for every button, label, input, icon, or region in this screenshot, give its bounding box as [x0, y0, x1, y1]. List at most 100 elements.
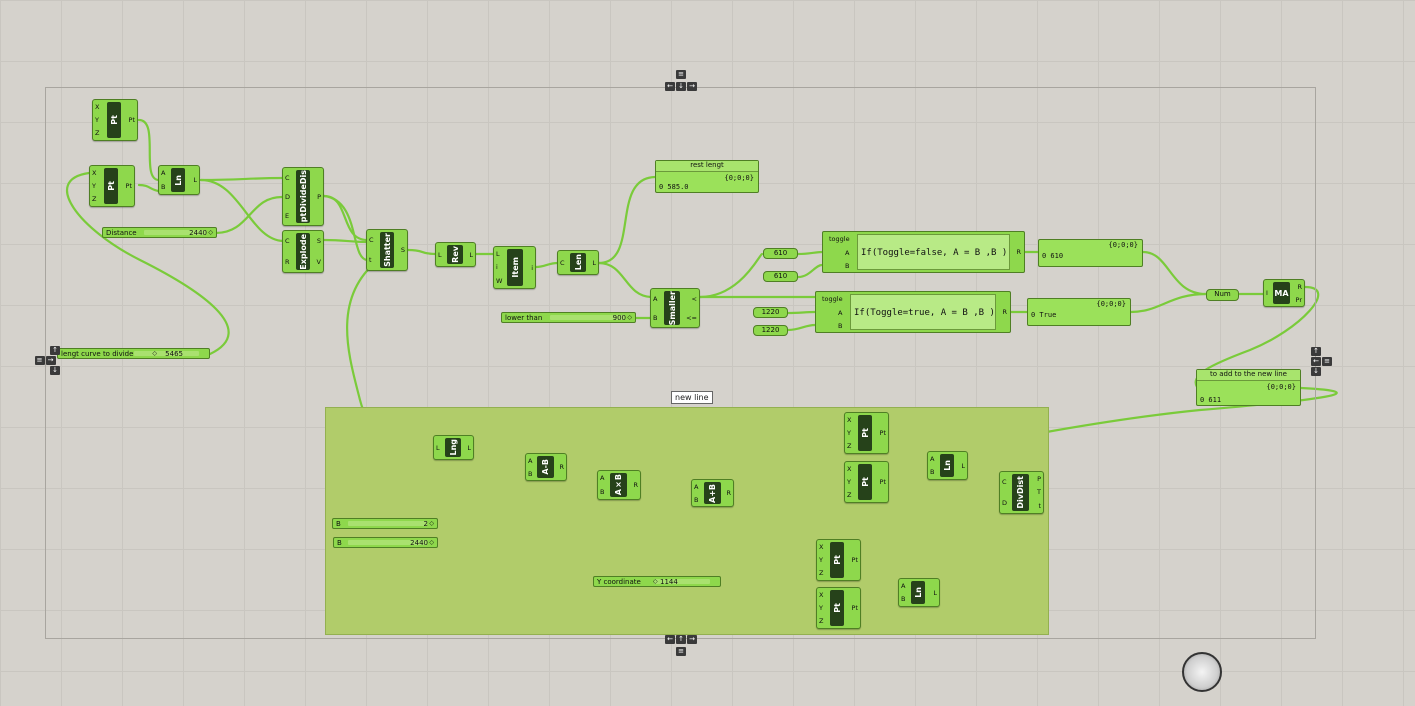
input-y[interactable]: Y [847, 428, 851, 437]
menu-icon[interactable]: ≡ [34, 356, 45, 365]
arrow-left-icon[interactable]: ← [665, 635, 675, 644]
output-smaller[interactable]: < [691, 294, 697, 303]
expression-code[interactable]: If(Toggle=false, A = B ,B ) [857, 234, 1010, 270]
slider-rail[interactable] [143, 230, 206, 235]
right-nav-widget[interactable]: ↑ ← ≡ ↓ [1311, 347, 1332, 376]
arrow-right-icon[interactable]: → [45, 356, 56, 365]
arrow-up-icon[interactable]: ↑ [50, 346, 60, 355]
input-x[interactable]: X [819, 590, 824, 599]
output-l[interactable]: L [469, 250, 473, 259]
input-c[interactable]: C [560, 258, 565, 267]
arrow-right-icon[interactable]: → [687, 82, 697, 91]
output-l[interactable]: L [467, 443, 471, 452]
number-1220-a[interactable]: 1220 [753, 307, 788, 318]
input-b[interactable]: B [930, 468, 935, 477]
reverse-component[interactable]: L Rev L [435, 242, 476, 267]
input-b[interactable]: B [528, 469, 533, 478]
input-z[interactable]: Z [819, 569, 824, 578]
output-pt[interactable]: Pt [128, 116, 135, 124]
output-smaller-equal[interactable]: <= [686, 313, 697, 322]
input-b[interactable]: B [694, 495, 699, 504]
output-r[interactable]: R [559, 463, 564, 471]
expression-code[interactable]: If(Toggle=true, A = B ,B ) [850, 294, 996, 330]
input-a[interactable]: A [528, 456, 533, 465]
arrow-left-icon[interactable]: ← [1311, 357, 1321, 366]
output-s[interactable]: S [400, 246, 405, 254]
output-pt[interactable]: Pt [125, 182, 132, 190]
input-b[interactable]: B [901, 595, 906, 604]
bottom-nav-widget[interactable]: ← ↑ → ≡ [665, 635, 697, 656]
input-x[interactable]: X [847, 464, 852, 473]
output-l[interactable]: L [933, 588, 937, 597]
output-t[interactable]: T [1037, 488, 1041, 497]
arrow-left-icon[interactable]: ← [665, 82, 675, 91]
diamond-icon[interactable]: ◇ [208, 229, 213, 236]
input-a[interactable]: A [161, 169, 166, 177]
output-r[interactable]: R [633, 481, 638, 489]
arrow-down-icon[interactable]: ↓ [50, 366, 60, 375]
arrow-right-icon[interactable]: → [687, 635, 697, 644]
output-s[interactable]: S [316, 237, 321, 246]
slider-rail[interactable] [347, 521, 427, 526]
input-c[interactable]: C [1002, 478, 1007, 487]
to-add-panel[interactable]: to add to the new line {0;0;0} 0 611 [1196, 369, 1301, 406]
length-component[interactable]: C Len L [557, 250, 599, 275]
navigation-compass-icon[interactable] [1182, 652, 1222, 692]
arrow-up-icon[interactable]: ↑ [676, 635, 686, 644]
output-i[interactable]: i [531, 263, 533, 272]
input-d[interactable]: D [285, 192, 291, 201]
output-pt[interactable]: Pt [879, 429, 886, 437]
input-a[interactable]: A [653, 294, 658, 303]
output-pt[interactable]: Pt [851, 604, 858, 612]
distance-slider[interactable]: Distance 2440 ◇ [102, 227, 217, 238]
input-b[interactable]: B [653, 313, 658, 322]
output-v[interactable]: V [316, 257, 321, 266]
input-i[interactable]: I [1266, 289, 1268, 297]
input-l[interactable]: L [496, 249, 500, 258]
left-nav-widget[interactable]: ↑ ≡ → ↓ [30, 346, 60, 375]
input-y[interactable]: Y [819, 603, 823, 612]
input-a[interactable]: A [694, 482, 699, 491]
input-y[interactable]: Y [92, 181, 96, 190]
b-slider-2440[interactable]: B 2440 ◇ [333, 537, 438, 548]
input-c[interactable]: C [285, 237, 290, 246]
length-component[interactable]: L Lng L [433, 435, 474, 460]
input-x[interactable]: X [847, 415, 852, 424]
slider-rail[interactable] [654, 579, 710, 584]
input-a[interactable]: A [930, 454, 935, 463]
number-1220-b[interactable]: 1220 [753, 325, 788, 336]
y-coordinate-slider[interactable]: Y coordinate 1144 ◇ [593, 576, 721, 587]
output-r[interactable]: R [1002, 308, 1007, 316]
diamond-icon[interactable]: ◇ [627, 314, 632, 321]
output-r[interactable]: R [1297, 282, 1302, 291]
menu-icon[interactable]: ≡ [676, 70, 686, 79]
output-pt[interactable]: Pt [879, 478, 886, 486]
number-610-a[interactable]: 610 [763, 248, 798, 259]
output-l[interactable]: L [193, 176, 197, 184]
input-b[interactable]: B [600, 488, 605, 496]
output-pr[interactable]: Pr [1295, 295, 1302, 304]
input-y[interactable]: Y [95, 115, 99, 124]
output-panel-610[interactable]: {0;0;0} 0 610 [1038, 239, 1143, 267]
output-pt[interactable]: Pt [851, 556, 858, 564]
input-x[interactable]: X [92, 168, 97, 177]
diamond-icon[interactable]: ◇ [429, 539, 434, 546]
slider-rail[interactable] [348, 540, 427, 545]
output-r[interactable]: R [726, 489, 731, 497]
diamond-icon[interactable]: ◇ [653, 578, 658, 585]
output-p[interactable]: P [317, 192, 321, 201]
output-panel-true[interactable]: {0;0;0} 0 True [1027, 298, 1131, 326]
